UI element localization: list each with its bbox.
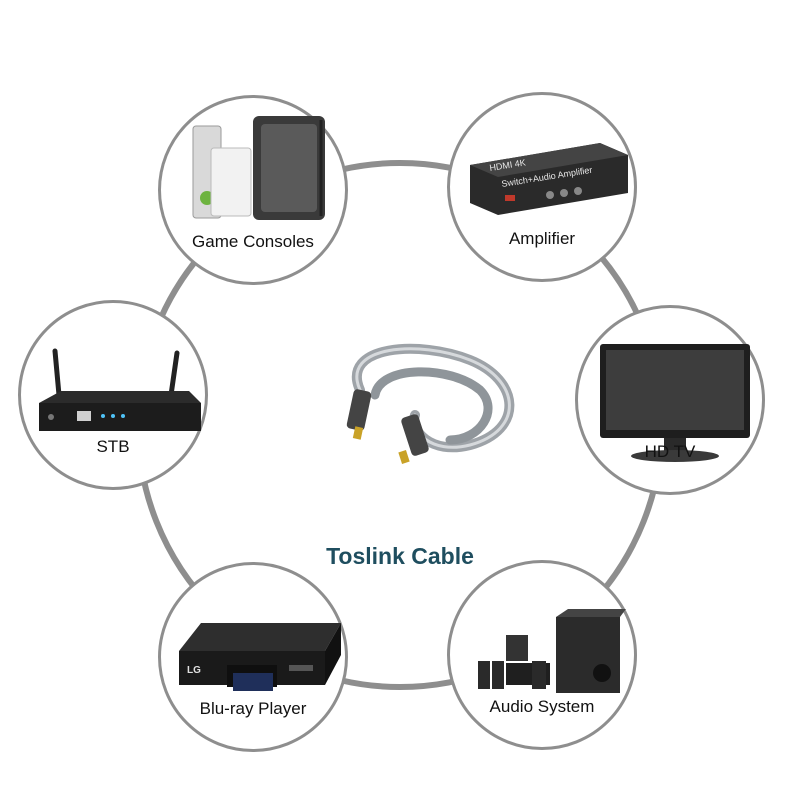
device-game-consoles: Game Consoles xyxy=(158,95,348,285)
device-label: Amplifier xyxy=(508,229,576,248)
device-amplifier: HDMI 4K Switch+Audio Amplifier Amplifier xyxy=(447,92,637,282)
device-label: HD TV xyxy=(644,442,696,461)
tv-icon xyxy=(600,344,750,462)
toslink-cable-icon xyxy=(346,343,515,464)
device-hd-tv: HD TV xyxy=(575,305,765,495)
blu-ray-player-icon: LG xyxy=(179,623,341,691)
device-label: STB xyxy=(96,437,130,456)
device-audio-system: Audio System xyxy=(447,560,637,750)
device-label: Game Consoles xyxy=(192,232,314,251)
device-label: Audio System xyxy=(489,697,595,716)
device-stb: STB xyxy=(18,300,208,490)
player-brand-text: LG xyxy=(187,665,201,676)
device-blu-ray-player: LG Blu-ray Player xyxy=(158,562,348,752)
set-top-box-icon xyxy=(39,348,201,431)
game-consoles-icon xyxy=(192,116,325,220)
audio-system-icon xyxy=(478,609,626,693)
device-label: Blu-ray Player xyxy=(199,699,307,718)
amplifier-icon: HDMI 4K Switch+Audio Amplifier xyxy=(470,143,628,215)
diagram-title: Toslink Cable xyxy=(326,543,474,569)
